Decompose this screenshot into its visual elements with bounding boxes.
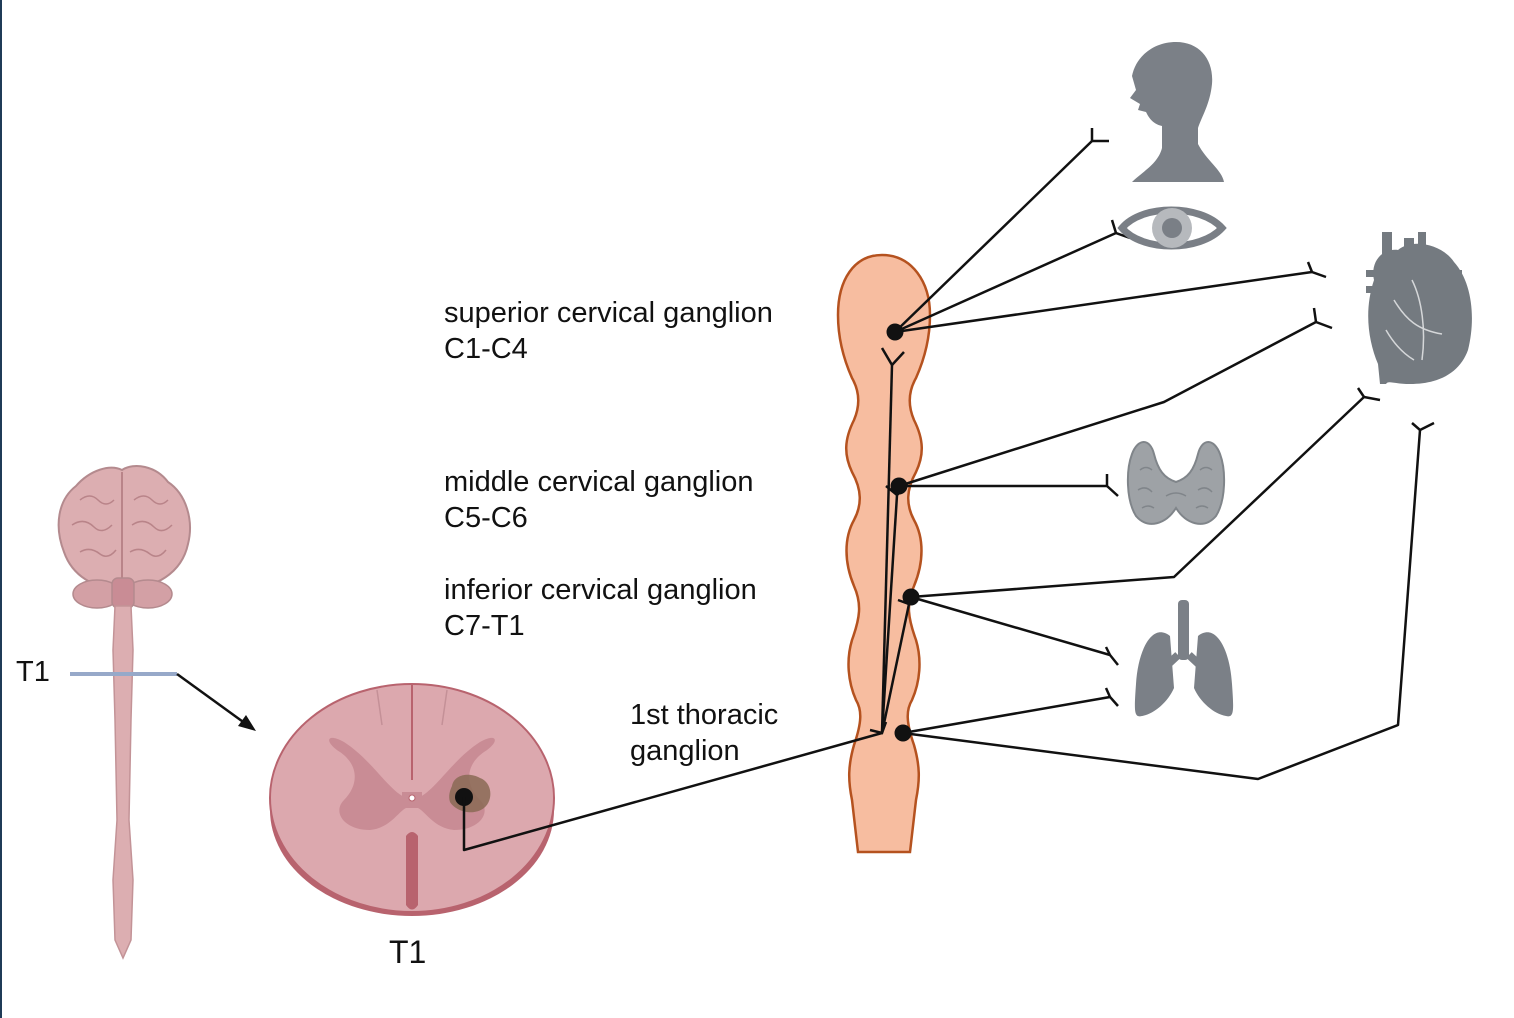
- t1-section-label: T1: [389, 934, 427, 970]
- superior-ganglion-segments: C1-C4: [444, 333, 528, 365]
- sympathetic-chain: [836, 253, 932, 854]
- superior-ganglion-label: superior cervical ganglion: [444, 297, 773, 329]
- inferior-ganglion-segments: C7-T1: [444, 610, 525, 642]
- inferior-ganglion-label: inferior cervical ganglion: [444, 574, 757, 606]
- nerve-fibers: [462, 140, 1422, 852]
- middle-ganglion-segments: C5-C6: [444, 502, 528, 534]
- ganglion-cell-bodies: [886, 323, 920, 742]
- brain: [57, 465, 191, 609]
- arrow-to-cross-section: [176, 672, 256, 731]
- head-icon: [1130, 42, 1224, 182]
- synaptic-terminals: [869, 128, 1435, 735]
- spinal-cord: [112, 605, 134, 960]
- t1-level-label: T1: [16, 656, 50, 688]
- thyroid-icon: [1126, 441, 1226, 525]
- eye-icon: [1117, 206, 1227, 250]
- heart-icon: [1366, 232, 1472, 384]
- thoracic-cell-body: [894, 724, 912, 742]
- lungs-icon: [1134, 600, 1234, 717]
- thoracic-ganglion-label-line1: 1st thoracic: [630, 699, 779, 731]
- middle-ganglion-label: middle cervical ganglion: [444, 466, 754, 498]
- superior-cell-body: [886, 323, 904, 341]
- spinal-cord-cross-section: [269, 683, 555, 916]
- thoracic-ganglion-label-line2: ganglion: [630, 735, 740, 767]
